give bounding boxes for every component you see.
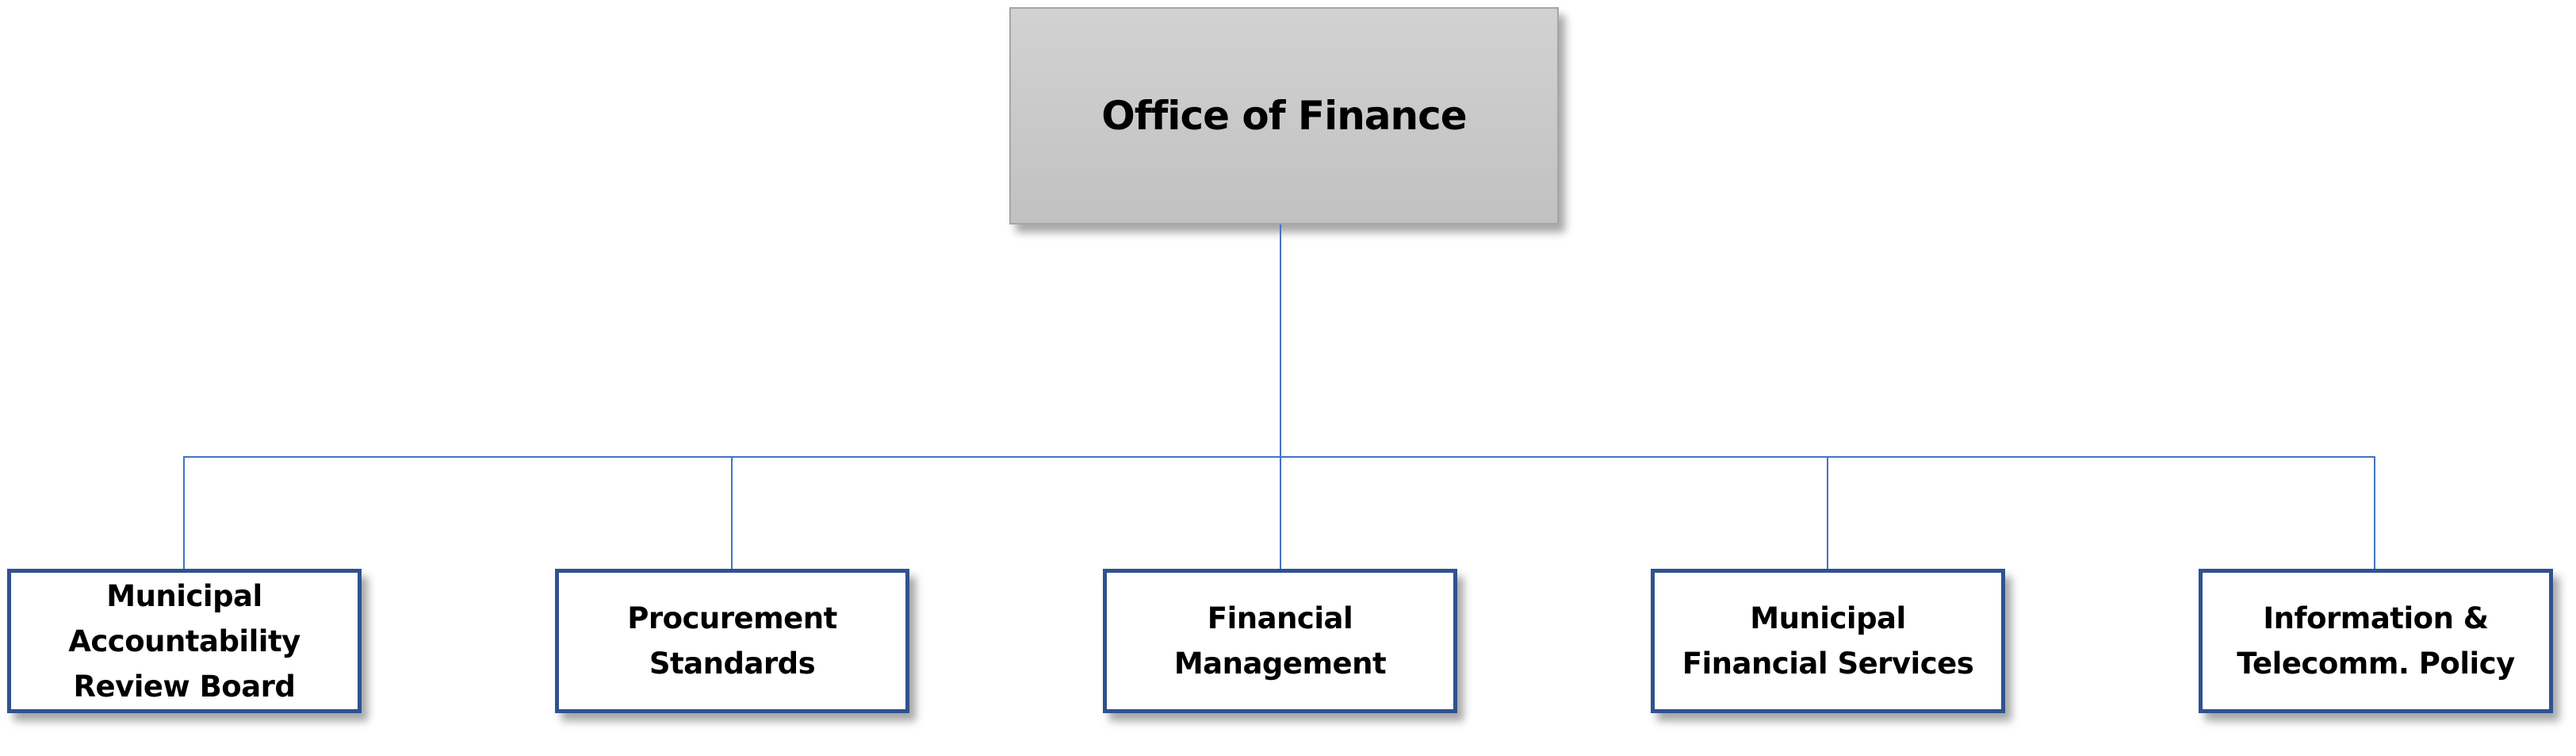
horizontal-connector (183, 456, 2375, 458)
label-line: Review Board (73, 669, 296, 704)
node-label: Municipal Financial Services (1682, 596, 1974, 686)
financial-management-node: Financial Management (1103, 569, 1457, 713)
label-line: Information & (2263, 601, 2489, 635)
node-label: Financial Management (1173, 596, 1387, 686)
root-label: Office of Finance (1101, 93, 1467, 139)
node-label: Information & Telecomm. Policy (2237, 596, 2515, 686)
label-line: Financial Services (1682, 647, 1974, 681)
child-connector-2 (731, 456, 733, 569)
child-connector-1 (183, 456, 185, 569)
child-connector-3 (1280, 456, 1281, 569)
procurement-standards-node: Procurement Standards (555, 569, 909, 713)
label-line: Municipal (106, 578, 262, 613)
municipal-financial-services-node: Municipal Financial Services (1651, 569, 2005, 713)
child-connector-5 (2374, 456, 2375, 569)
node-label: Municipal Accountability Review Board (68, 574, 300, 709)
label-line: Standards (649, 647, 816, 681)
label-line: Telecomm. Policy (2237, 647, 2515, 681)
label-line: Accountability (68, 624, 300, 658)
label-line: Financial (1207, 601, 1353, 635)
root-connector (1280, 224, 1281, 457)
label-line: Municipal (1750, 601, 1906, 635)
label-line: Management (1173, 647, 1387, 681)
label-line: Procurement (627, 601, 837, 635)
information-telecomm-policy-node: Information & Telecomm. Policy (2199, 569, 2553, 713)
child-connector-4 (1827, 456, 1828, 569)
municipal-accountability-review-board-node: Municipal Accountability Review Board (7, 569, 362, 713)
node-label: Procurement Standards (627, 596, 837, 686)
office-of-finance-node: Office of Finance (1009, 7, 1559, 224)
